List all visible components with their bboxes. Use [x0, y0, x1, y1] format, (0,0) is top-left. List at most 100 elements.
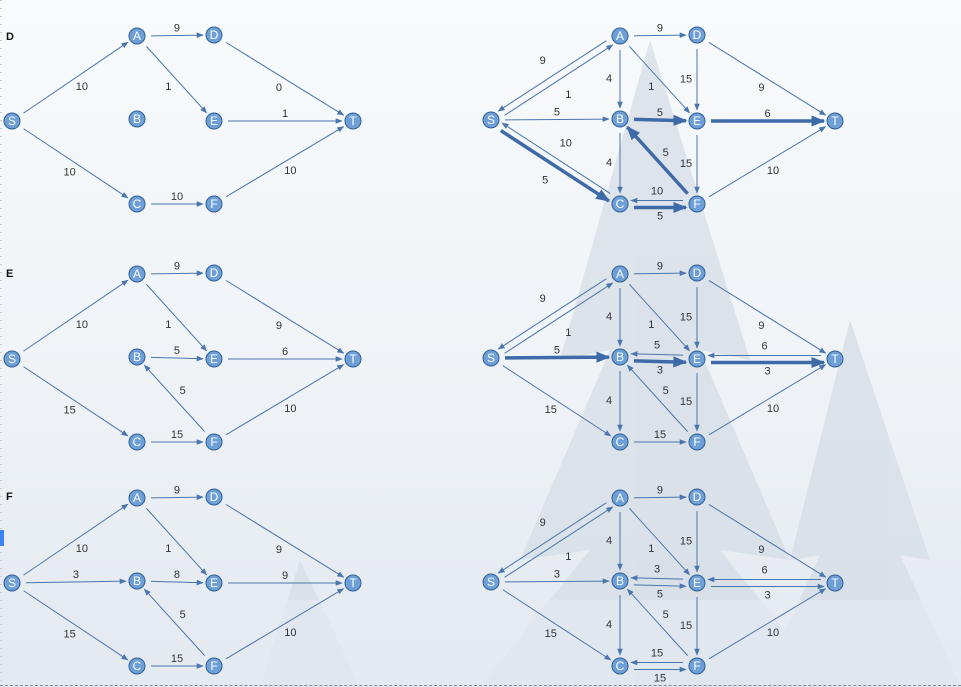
- node-B[interactable]: B: [128, 572, 146, 590]
- node-circle-D[interactable]: [688, 264, 706, 282]
- node-S[interactable]: S: [3, 350, 21, 368]
- node-C[interactable]: C: [611, 195, 629, 213]
- node-C[interactable]: C: [128, 657, 146, 675]
- node-circle-T[interactable]: [344, 574, 362, 592]
- node-circle-D[interactable]: [205, 26, 223, 44]
- node-F[interactable]: F: [688, 657, 706, 675]
- node-circle-C[interactable]: [128, 195, 146, 213]
- node-A[interactable]: A: [611, 489, 629, 507]
- node-F[interactable]: F: [205, 195, 223, 213]
- node-circle-B[interactable]: [611, 110, 629, 128]
- node-circle-S[interactable]: [482, 111, 500, 129]
- node-circle-F[interactable]: [688, 433, 706, 451]
- node-circle-C[interactable]: [128, 433, 146, 451]
- node-circle-S[interactable]: [3, 350, 21, 368]
- node-circle-T[interactable]: [344, 112, 362, 130]
- node-circle-A[interactable]: [128, 27, 146, 45]
- node-C[interactable]: C: [128, 433, 146, 451]
- node-B[interactable]: B: [611, 348, 629, 366]
- node-F[interactable]: F: [688, 195, 706, 213]
- node-circle-D[interactable]: [688, 488, 706, 506]
- node-circle-C[interactable]: [611, 195, 629, 213]
- edge-label-F-T: 10: [767, 165, 779, 177]
- node-circle-S[interactable]: [482, 573, 500, 591]
- node-S[interactable]: S: [3, 112, 21, 130]
- node-circle-F[interactable]: [205, 657, 223, 675]
- node-circle-F[interactable]: [688, 195, 706, 213]
- node-circle-A[interactable]: [128, 489, 146, 507]
- node-circle-T[interactable]: [826, 350, 844, 368]
- node-E[interactable]: E: [688, 574, 706, 592]
- node-circle-D[interactable]: [688, 26, 706, 44]
- node-A[interactable]: A: [128, 489, 146, 507]
- node-D[interactable]: D: [688, 264, 706, 282]
- node-A[interactable]: A: [128, 265, 146, 283]
- node-B[interactable]: B: [611, 110, 629, 128]
- node-circle-A[interactable]: [611, 265, 629, 283]
- node-E[interactable]: E: [205, 112, 223, 130]
- node-T[interactable]: T: [826, 112, 844, 130]
- node-circle-B[interactable]: [611, 572, 629, 590]
- node-circle-B[interactable]: [128, 348, 146, 366]
- node-F[interactable]: F: [688, 433, 706, 451]
- node-label-T: T: [349, 576, 357, 590]
- node-circle-D[interactable]: [205, 488, 223, 506]
- node-circle-B[interactable]: [128, 110, 146, 128]
- node-T[interactable]: T: [826, 350, 844, 368]
- node-circle-E[interactable]: [688, 112, 706, 130]
- node-circle-S[interactable]: [3, 112, 21, 130]
- node-D[interactable]: D: [205, 264, 223, 282]
- node-D[interactable]: D: [688, 488, 706, 506]
- node-D[interactable]: D: [205, 488, 223, 506]
- node-F[interactable]: F: [205, 657, 223, 675]
- node-circle-A[interactable]: [128, 265, 146, 283]
- edge-label-F-T: 10: [284, 627, 296, 639]
- node-T[interactable]: T: [826, 574, 844, 592]
- node-circle-S[interactable]: [3, 574, 21, 592]
- node-E[interactable]: E: [205, 574, 223, 592]
- node-circle-E[interactable]: [688, 574, 706, 592]
- node-C[interactable]: C: [611, 433, 629, 451]
- node-E[interactable]: E: [688, 350, 706, 368]
- node-circle-T[interactable]: [344, 350, 362, 368]
- node-circle-C[interactable]: [611, 433, 629, 451]
- node-A[interactable]: A: [611, 27, 629, 45]
- node-circle-A[interactable]: [611, 489, 629, 507]
- node-S[interactable]: S: [482, 573, 500, 591]
- node-C[interactable]: C: [611, 657, 629, 675]
- node-E[interactable]: E: [688, 112, 706, 130]
- node-circle-E[interactable]: [205, 574, 223, 592]
- node-S[interactable]: S: [482, 111, 500, 129]
- node-F[interactable]: F: [205, 433, 223, 451]
- node-circle-F[interactable]: [688, 657, 706, 675]
- node-B[interactable]: B: [611, 572, 629, 590]
- node-circle-T[interactable]: [826, 574, 844, 592]
- edge-label-B-E: 5: [657, 589, 663, 601]
- node-E[interactable]: E: [205, 350, 223, 368]
- node-circle-C[interactable]: [128, 657, 146, 675]
- node-circle-B[interactable]: [611, 348, 629, 366]
- node-T[interactable]: T: [344, 574, 362, 592]
- node-circle-S[interactable]: [482, 349, 500, 367]
- node-circle-E[interactable]: [205, 350, 223, 368]
- node-T[interactable]: T: [344, 350, 362, 368]
- node-circle-C[interactable]: [611, 657, 629, 675]
- node-S[interactable]: S: [482, 349, 500, 367]
- node-A[interactable]: A: [128, 27, 146, 45]
- node-circle-A[interactable]: [611, 27, 629, 45]
- node-circle-E[interactable]: [688, 350, 706, 368]
- node-circle-T[interactable]: [826, 112, 844, 130]
- node-circle-F[interactable]: [205, 195, 223, 213]
- node-B[interactable]: B: [128, 348, 146, 366]
- node-circle-E[interactable]: [205, 112, 223, 130]
- node-circle-B[interactable]: [128, 572, 146, 590]
- node-B[interactable]: B: [128, 110, 146, 128]
- node-S[interactable]: S: [3, 574, 21, 592]
- node-circle-D[interactable]: [205, 264, 223, 282]
- node-D[interactable]: D: [205, 26, 223, 44]
- node-circle-F[interactable]: [205, 433, 223, 451]
- node-D[interactable]: D: [688, 26, 706, 44]
- node-T[interactable]: T: [344, 112, 362, 130]
- node-C[interactable]: C: [128, 195, 146, 213]
- node-A[interactable]: A: [611, 265, 629, 283]
